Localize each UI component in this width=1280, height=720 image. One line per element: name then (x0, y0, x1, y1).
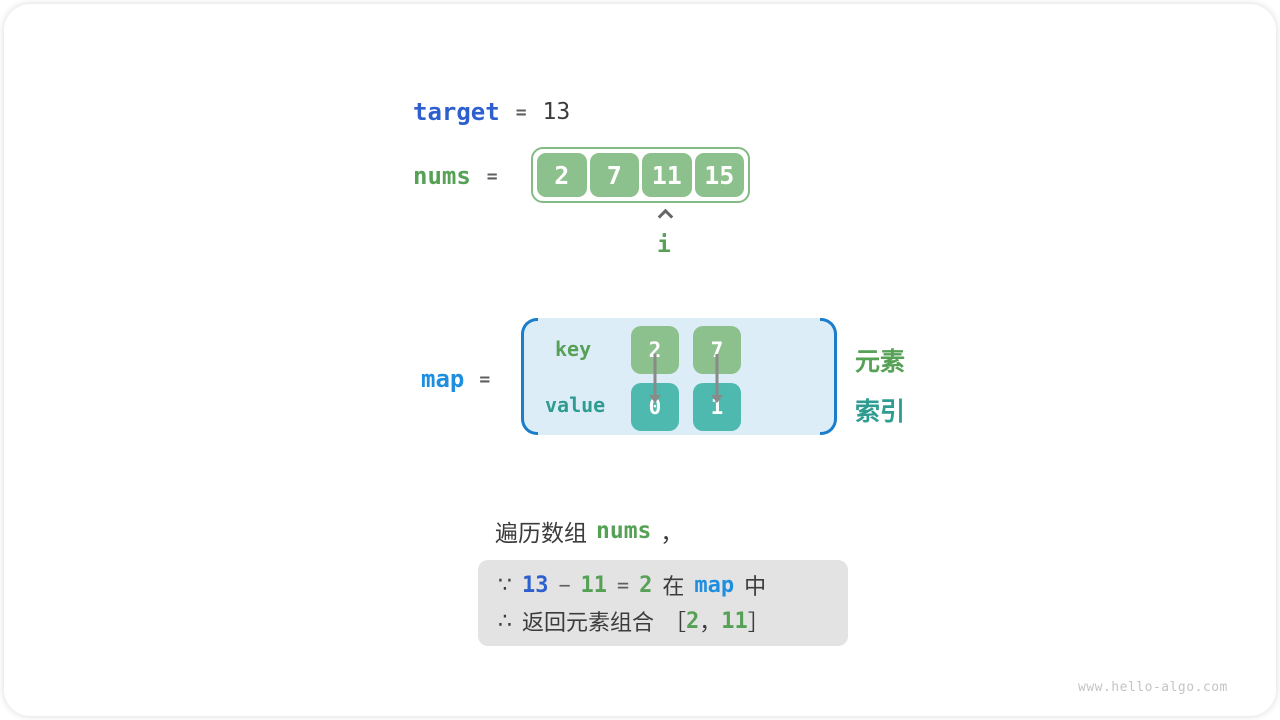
key-to-value-arrow-icon (648, 354, 662, 404)
therefore-symbol: ∴ (498, 608, 512, 634)
result-pair: ［ 2 ， 11 ］ (664, 605, 770, 637)
site-watermark: www.hello-algo.com (1078, 680, 1228, 695)
element-side-label: 元素 (855, 347, 906, 376)
map-value-label: value (545, 393, 606, 417)
note-current-num: 11 (580, 572, 608, 598)
note-equals-sign: = (617, 573, 630, 597)
target-line: target = 13 (413, 98, 570, 126)
traverse-prefix-text: 遍历数组 (495, 521, 587, 547)
return-text: 返回元素组合 (522, 611, 655, 636)
map-equals-sign: = (479, 368, 491, 390)
pointer-up-arrow-icon (657, 208, 674, 225)
note-target-num: 13 (522, 572, 549, 598)
minus-sign: − (558, 573, 571, 597)
nums-array-cell: 15 (694, 153, 744, 197)
pointer-i-label: i (657, 232, 671, 258)
nums-array-cell: 2 (537, 153, 587, 197)
map-right-bracket (820, 318, 837, 435)
map-left-bracket (521, 318, 538, 435)
traverse-comma: ， (660, 521, 684, 547)
index-side-label: 索引 (855, 397, 906, 426)
note-map-word: map (694, 572, 735, 598)
diagram-card: target = 13 nums = 2 7 11 15 i map = key… (4, 4, 1276, 716)
pair-second-num: 11 (721, 608, 748, 634)
target-equals-sign: = (515, 101, 527, 123)
note-box: ∵ 13 − 11 = 2 在 map 中 ∴ 返回元素组合 ［ 2 ， 11 … (478, 560, 848, 646)
target-var-name: target (413, 98, 500, 126)
pair-comma: ， (699, 611, 722, 636)
nums-array-cell: 11 (642, 153, 692, 197)
close-bracket: ］ (747, 611, 770, 636)
pair-first-num: 2 (686, 608, 700, 634)
key-to-value-arrow-icon (710, 354, 724, 404)
zhong-word: 中 (744, 575, 767, 600)
nums-line-label: nums = (413, 162, 498, 190)
because-line: ∵ 13 − 11 = 2 在 map 中 (498, 567, 848, 603)
map-var-name: map (421, 365, 465, 393)
therefore-line: ∴ 返回元素组合 ［ 2 ， 11 ］ (498, 603, 848, 639)
map-box: key value 2 7 0 1 (521, 318, 837, 435)
note-result-num: 2 (639, 572, 653, 598)
target-value: 13 (542, 99, 571, 125)
nums-array: 2 7 11 15 (531, 147, 750, 203)
map-key-label: key (555, 337, 592, 361)
nums-array-cell: 7 (589, 153, 639, 197)
nums-equals-sign: = (486, 165, 498, 187)
open-bracket: ［ (664, 611, 687, 636)
because-symbol: ∵ (498, 572, 512, 598)
traverse-caption: 遍历数组 nums ， (495, 514, 683, 548)
traverse-nums-code: nums (596, 518, 652, 544)
in-word: 在 (662, 575, 685, 600)
map-line-label: map = (421, 365, 490, 393)
nums-var-name: nums (413, 162, 471, 190)
